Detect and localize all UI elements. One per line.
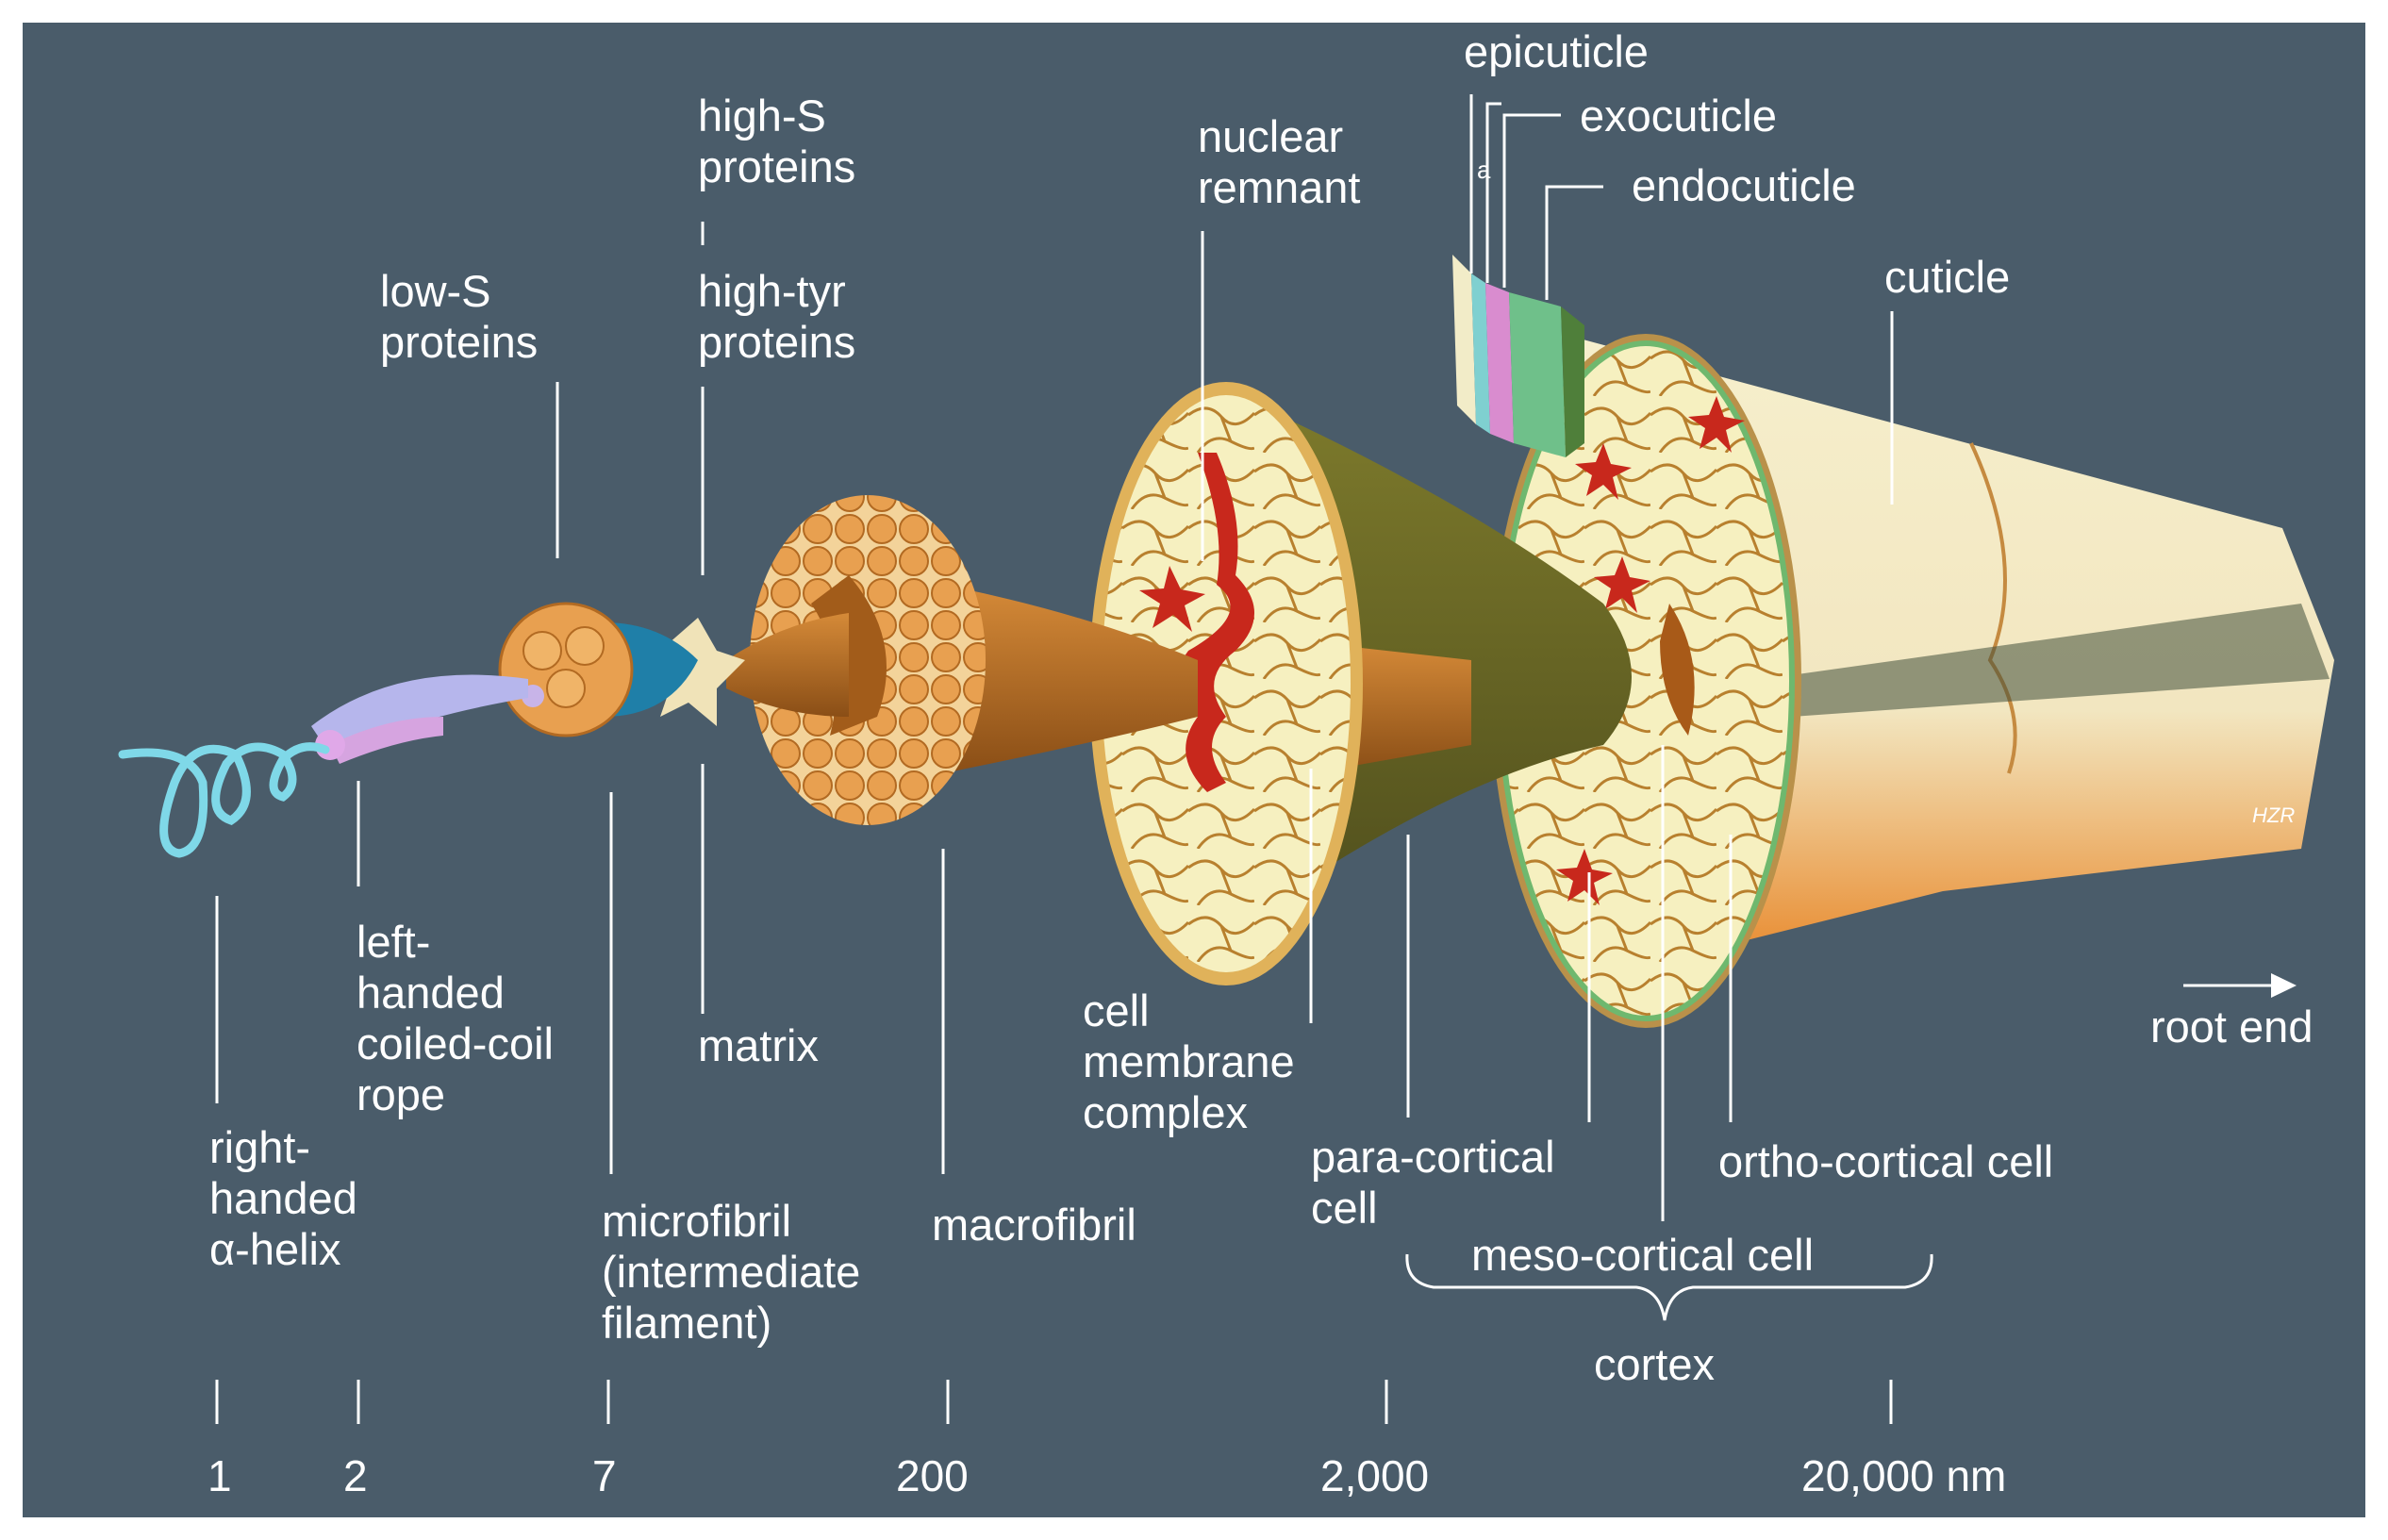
- label-ortho-cortical-cell: ortho-cortical cell: [1718, 1136, 2054, 1186]
- nucleus-star-1: [1575, 443, 1632, 500]
- cuticle-layers: [1452, 255, 1584, 457]
- coiled-coil-rope-shape: [311, 674, 528, 764]
- scale-label-20000nm: 20,000 nm: [1801, 1451, 2007, 1500]
- label-cortex: cortex: [1594, 1339, 1715, 1389]
- scale-label-2000: 2,000: [1320, 1451, 1430, 1500]
- macrofibril-shape: [750, 495, 1198, 825]
- scale-label-200: 200: [896, 1451, 969, 1500]
- label-epicuticle: epicuticle: [1464, 26, 1649, 76]
- alpha-helix-shape: [118, 742, 330, 858]
- label-matrix: matrix: [698, 1020, 819, 1070]
- cortex-cross-section: [1490, 334, 1801, 1028]
- nucleus-star-3: [1594, 556, 1650, 613]
- scale-label-2: 2: [343, 1451, 368, 1500]
- label-root-end: root end: [2150, 1002, 2313, 1052]
- scale-label-7: 7: [592, 1451, 617, 1500]
- label-macrofibril: macrofibril: [932, 1200, 1136, 1250]
- nucleus-star-2: [1688, 396, 1745, 453]
- cell-cone: [1089, 382, 1632, 985]
- label-a: a: [1477, 156, 1491, 184]
- label-endocuticle: endocuticle: [1632, 160, 1856, 210]
- label-cuticle: cuticle: [1884, 252, 2011, 302]
- leader-lines: [215, 94, 2287, 1424]
- nucleus-star-4: [1556, 849, 1613, 905]
- microfibril-shape: [498, 602, 849, 737]
- label-meso-cortical-cell: meso-cortical cell: [1471, 1230, 1815, 1280]
- artist-signature: HZR: [2252, 803, 2296, 827]
- label-exocuticle: exocuticle: [1580, 91, 1777, 141]
- root-end-arrowhead: [2271, 973, 2297, 998]
- scale-label-1: 1: [207, 1451, 232, 1500]
